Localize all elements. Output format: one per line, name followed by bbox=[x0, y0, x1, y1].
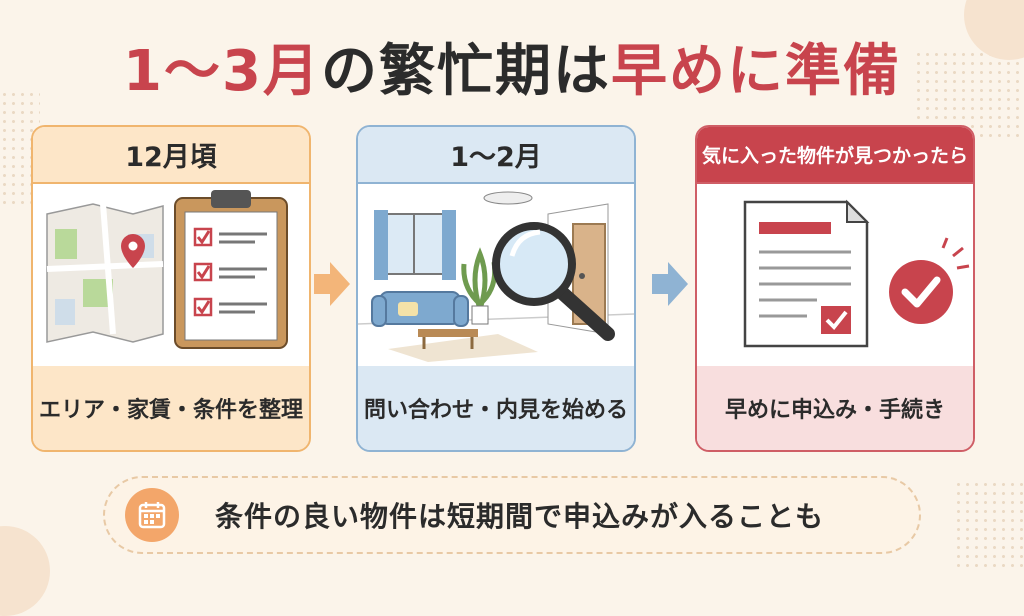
calendar-icon bbox=[125, 488, 179, 542]
step-caption: エリア・家賃・条件を整理 bbox=[33, 366, 309, 450]
arrow-right-icon bbox=[652, 262, 688, 306]
decor-dots-bottom-right bbox=[954, 480, 1024, 570]
check-circle-icon bbox=[889, 237, 970, 324]
window-icon bbox=[374, 210, 456, 280]
step-card-january-february: 1～2月 bbox=[356, 125, 636, 452]
step-header: 1～2月 bbox=[358, 127, 634, 182]
map-and-checklist-illustration bbox=[33, 182, 309, 368]
note-banner: 条件の良い物件は短期間で申込みが入ることも bbox=[103, 476, 921, 554]
step-header: 気に入った物件が見つかったら bbox=[697, 127, 973, 182]
step-header: 12月頃 bbox=[33, 127, 309, 182]
plant-icon bbox=[461, 247, 498, 325]
title-months: 1～3月 bbox=[123, 39, 321, 104]
document-icon bbox=[743, 199, 870, 348]
step-caption: 早めに申込み・手続き bbox=[697, 366, 973, 450]
decor-circle-bottom-left bbox=[0, 526, 50, 616]
step-card-found-property: 気に入った物件が見つかったら bbox=[695, 125, 975, 452]
page-title: 1～3月の繁忙期は早めに準備 bbox=[0, 26, 1024, 107]
step-card-december: 12月頃 bbox=[31, 125, 311, 452]
magnifier-icon bbox=[492, 222, 615, 341]
arrow-right-icon bbox=[314, 262, 350, 306]
document-with-check-illustration bbox=[697, 182, 973, 368]
clipboard-icon bbox=[174, 190, 288, 349]
title-busy-season: の繁忙期は bbox=[320, 39, 611, 104]
map-icon bbox=[46, 203, 164, 343]
step-caption: 問い合わせ・内見を始める bbox=[358, 366, 634, 450]
title-prepare-early: 早めに準備 bbox=[610, 39, 901, 104]
sofa-icon bbox=[371, 291, 469, 327]
note-text: 条件の良い物件は短期間で申込みが入ることも bbox=[215, 500, 825, 533]
room-with-magnifier-illustration bbox=[358, 182, 634, 368]
